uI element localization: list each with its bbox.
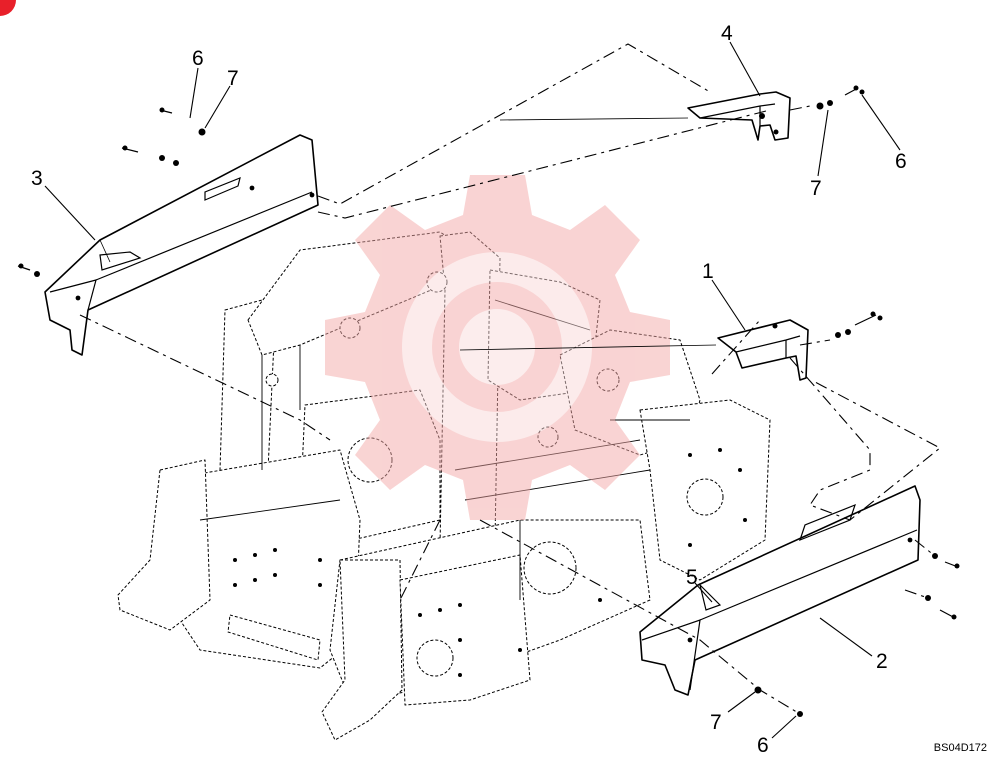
callout-labels: 1 2 3 4 5 6 6 6 7 7 7 bbox=[31, 22, 907, 757]
corner-marker bbox=[0, 0, 16, 16]
callout-6-top-right: 6 bbox=[895, 150, 907, 173]
callout-7-top-left: 7 bbox=[227, 67, 239, 90]
callout-7-bottom: 7 bbox=[710, 711, 722, 734]
callout-6-bottom: 6 bbox=[757, 734, 769, 757]
hardware-fasteners bbox=[17, 85, 960, 717]
callout-7-top-right: 7 bbox=[810, 177, 822, 200]
part-3-left-upper-shield bbox=[44, 134, 319, 356]
part-2-lower-right-shield bbox=[639, 485, 921, 696]
callout-5: 5 bbox=[686, 566, 698, 589]
callout-1: 1 bbox=[702, 260, 714, 283]
part-1-middle-bracket bbox=[717, 319, 809, 381]
callout-leaders bbox=[44, 41, 901, 739]
bolt-icon bbox=[835, 311, 883, 338]
callout-4: 4 bbox=[721, 22, 733, 45]
watermark-logo bbox=[325, 175, 670, 520]
bolt-icon bbox=[816, 85, 865, 110]
frame-bolt-holes bbox=[233, 448, 747, 677]
assembly-lines bbox=[79, 43, 941, 715]
callout-3: 3 bbox=[31, 167, 43, 190]
callout-6-top-left: 6 bbox=[192, 47, 204, 70]
callout-2: 2 bbox=[876, 650, 888, 673]
part-4-upper-bracket bbox=[687, 91, 791, 141]
drawing-reference-code: BS04D172 bbox=[934, 742, 987, 754]
bolt-icon bbox=[17, 107, 206, 277]
